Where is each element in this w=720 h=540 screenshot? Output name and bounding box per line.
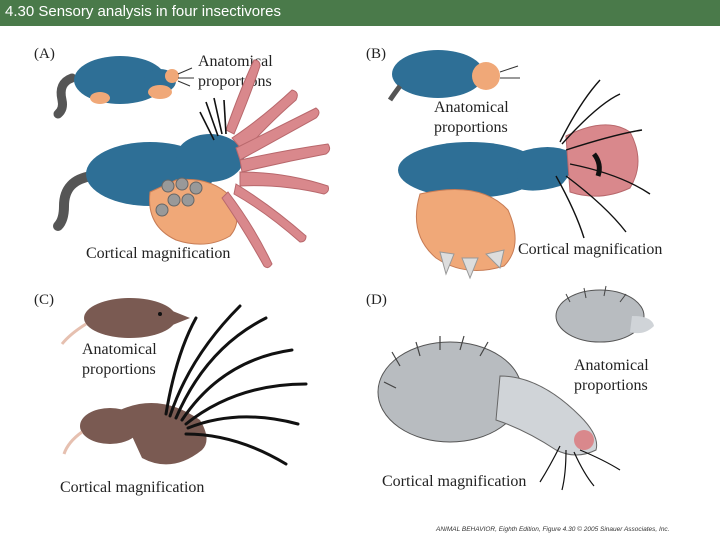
slide-title: 4.30 Sensory analysis in four insectivor… (5, 3, 281, 20)
panel-a-label: (A) (34, 46, 55, 62)
mole-small-illustration (53, 56, 194, 119)
panel-d-cortical: Cortical magnification (382, 473, 526, 490)
panel-a-anatomical-line1: Anatomical (198, 53, 273, 70)
figure-credit: ANIMAL BEHAVIOR, Eighth Edition, Figure … (436, 526, 670, 533)
panel-b-label: (B) (366, 46, 386, 62)
panel-d-anatomical-line1: Anatomical (574, 357, 649, 374)
hedgehog-small-illustration (555, 285, 654, 343)
panel-b: (B) Anatomical proportions Cortical magn… (366, 46, 662, 280)
panel-a-anatomical-line2: proportions (198, 73, 272, 90)
figure: (A) Anatomical proportions (34, 46, 662, 496)
title-bar (0, 0, 720, 26)
panel-c-anatomical-line2: proportions (82, 361, 156, 378)
panel-b-anatomical-line1: Anatomical (434, 99, 509, 116)
panel-d: (D) Anatomical proportions Cortical magn… (366, 285, 654, 491)
panel-a: (A) Anatomical proportions (34, 46, 331, 269)
mole-cortical-illustration (53, 59, 331, 269)
panel-a-cortical: Cortical magnification (86, 245, 230, 262)
panel-b-anatomical-line2: proportions (434, 119, 508, 136)
panel-c-anatomical-line1: Anatomical (82, 341, 157, 358)
shrew-cortical-illustration (62, 304, 308, 466)
panel-c: (C) Anatomical proportions Cortical magn… (34, 292, 308, 496)
mole-b-cortical-illustration (398, 79, 651, 280)
panel-b-cortical: Cortical magnification (518, 241, 662, 258)
panel-d-label: (D) (366, 292, 387, 308)
shrew-small-illustration (60, 298, 190, 345)
mole-b-small-illustration (387, 50, 520, 102)
panel-d-anatomical-line2: proportions (574, 377, 648, 394)
panel-c-cortical: Cortical magnification (60, 479, 204, 496)
hedgehog-cortical-illustration (377, 335, 621, 491)
panel-c-label: (C) (34, 292, 54, 308)
